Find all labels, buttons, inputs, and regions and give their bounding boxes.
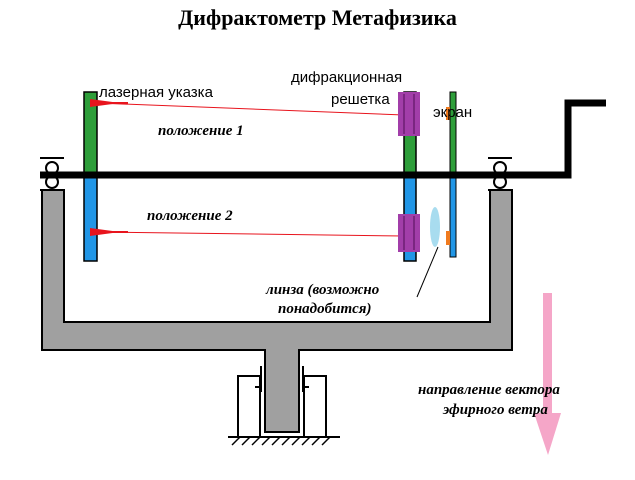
laser-beam-position-1 <box>90 99 405 116</box>
lens-leader-line <box>416 246 439 298</box>
page-title: Дифрактометр Метафизика <box>178 5 457 30</box>
ground-hatching <box>231 436 331 446</box>
screen-spot-lower <box>446 231 450 245</box>
ether-vector-label-line2: эфирного ветра <box>443 402 548 418</box>
ether-wind-arrow <box>534 293 561 455</box>
diffraction-grating-upper <box>398 92 420 136</box>
position-2-label: положение 2 <box>147 208 233 224</box>
lens <box>430 207 440 247</box>
rotating-rod-with-crank <box>40 99 606 179</box>
laser-pointer-label: лазерная указка <box>99 84 213 101</box>
screen-label: экран <box>433 104 473 121</box>
base-mount <box>228 366 340 446</box>
grating-label-line2: решетка <box>331 91 390 108</box>
lens-label-line1: линза (возможно <box>266 282 380 298</box>
gray-frame <box>41 189 513 433</box>
grating-label-line1: дифракционная <box>291 69 403 86</box>
ether-vector-label-line1: направление вектора <box>418 382 560 398</box>
laser-beam-position-2 <box>90 228 405 237</box>
screen-post-lower <box>449 174 457 258</box>
position-1-label: положение 1 <box>158 123 244 139</box>
screen-spot-upper <box>446 107 450 120</box>
laser-post-lower <box>83 174 98 262</box>
diffraction-grating-lower <box>398 214 420 252</box>
lens-label-line2: понадобится) <box>278 301 372 317</box>
right-roller-joint <box>488 157 512 191</box>
